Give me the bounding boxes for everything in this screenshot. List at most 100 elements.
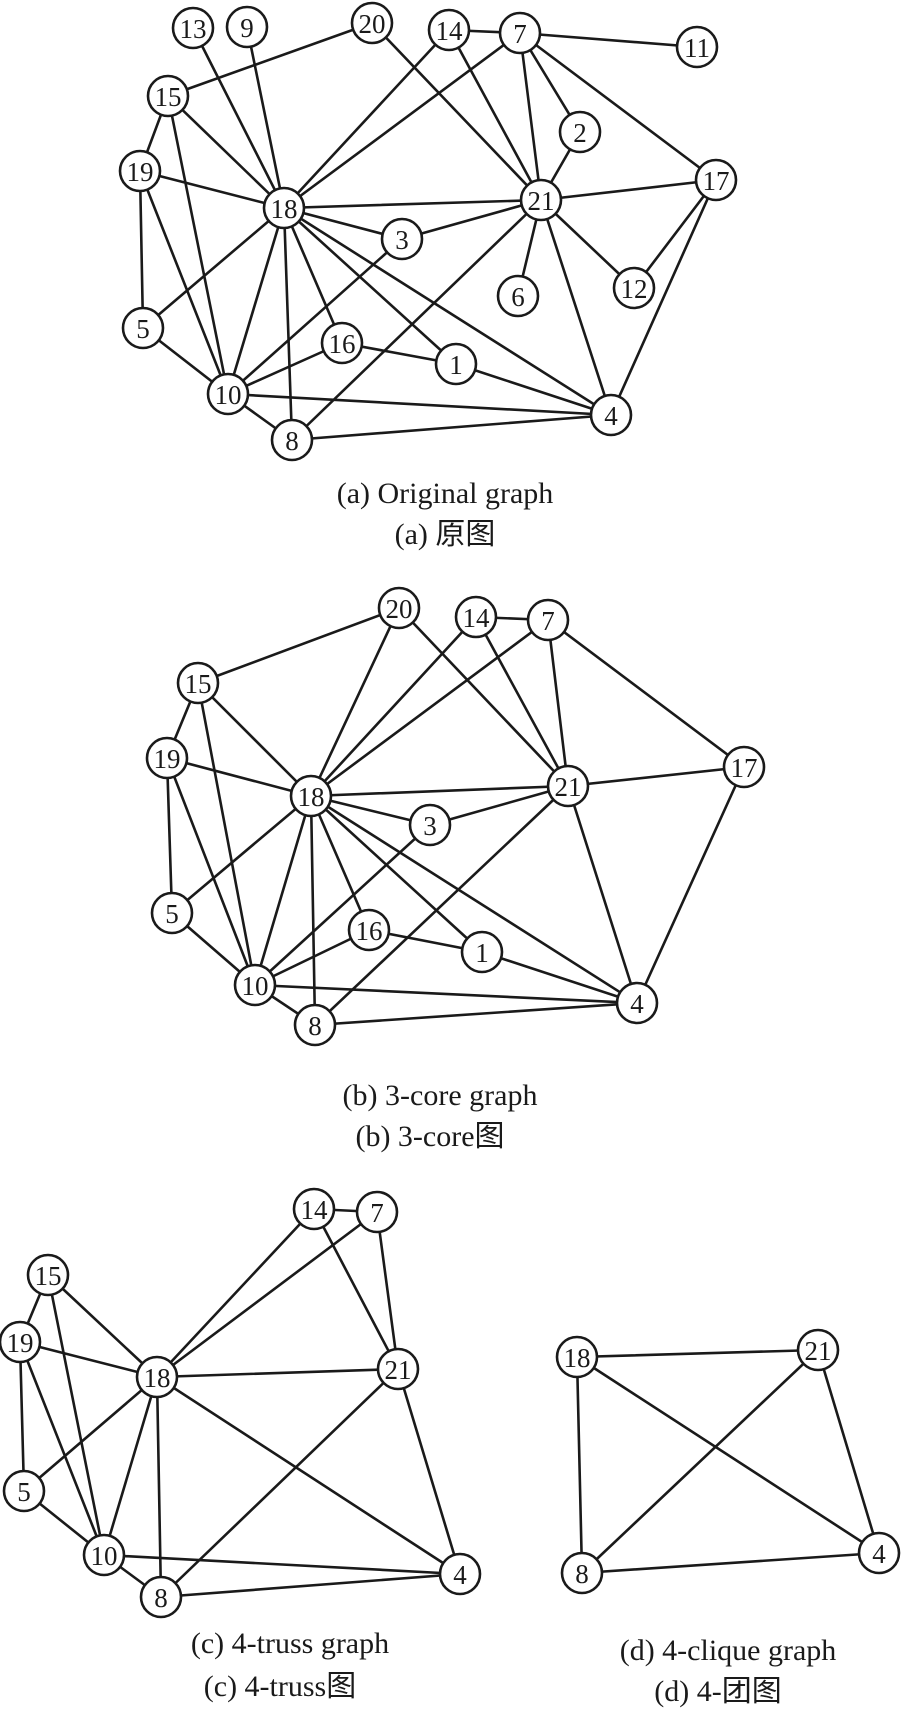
node-3: 3: [380, 217, 424, 261]
edge-7-17: [546, 618, 746, 769]
edge-17-4: [609, 178, 718, 417]
edge-19-5: [165, 756, 174, 915]
edge-18-16: [309, 794, 371, 932]
node-14: 14: [292, 1187, 336, 1231]
node-label: 21: [385, 1355, 412, 1385]
edges-layer: [575, 1348, 881, 1575]
edge-21-3: [400, 198, 543, 241]
node-circle: [555, 1335, 599, 1379]
edge-3-10: [253, 823, 432, 987]
edge-13-18: [191, 26, 286, 210]
node-label: 10: [215, 380, 242, 410]
edge-10-4: [226, 392, 613, 417]
node-circle: [292, 1187, 336, 1231]
node-15: 15: [146, 74, 190, 118]
node-9: 9: [225, 5, 269, 49]
edge-1-4: [454, 362, 613, 417]
node-circle: [0, 1320, 42, 1364]
node-label: 8: [308, 1011, 322, 1041]
edge-18-14: [282, 28, 451, 210]
edge-3-10: [226, 237, 404, 396]
node-label: 8: [154, 1583, 168, 1613]
edge-14-18: [155, 1207, 316, 1379]
edge-21-4: [539, 198, 613, 417]
node-circle: [560, 1551, 604, 1595]
edge-7-21: [518, 31, 543, 202]
node-label: 4: [872, 1539, 886, 1569]
edge-8-4: [290, 413, 613, 442]
node-circle: [546, 764, 590, 808]
caption-cn-b: (b) 3-core图: [355, 1120, 504, 1153]
node-18: 18: [555, 1335, 599, 1379]
node-circle: [408, 803, 452, 847]
node-21: 21: [546, 764, 590, 808]
node-label: 12: [621, 274, 648, 304]
node-21: 21: [376, 1347, 420, 1391]
edge-15-18: [196, 681, 313, 798]
node-7: 7: [498, 11, 542, 55]
node-label: 5: [136, 314, 150, 344]
edge-5-18: [170, 794, 313, 915]
edge-15-10: [46, 1273, 106, 1557]
edge-15-18: [166, 94, 286, 210]
node-circle: [376, 1347, 420, 1391]
node-4: 4: [615, 981, 659, 1025]
node-circle: [454, 595, 498, 639]
node-label: 21: [805, 1336, 832, 1366]
node-label: 18: [298, 782, 325, 812]
node-5: 5: [150, 891, 194, 935]
node-circle: [150, 891, 194, 935]
node-15: 15: [176, 661, 220, 705]
node-circle: [121, 306, 165, 350]
node-21: 21: [796, 1328, 840, 1372]
edge-15-10: [196, 681, 257, 987]
edge-20-18: [309, 606, 401, 798]
edge-18-21: [282, 198, 543, 210]
node-circle: [526, 598, 570, 642]
node-4: 4: [438, 1552, 482, 1596]
node-circle: [146, 74, 190, 118]
edge-18-8: [309, 794, 317, 1027]
node-11: 11: [675, 25, 719, 69]
node-18: 18: [262, 186, 306, 230]
edge-18-8: [155, 1375, 163, 1599]
node-label: 19: [154, 744, 181, 774]
edge-5-18: [22, 1375, 159, 1493]
node-label: 10: [91, 1541, 118, 1571]
node-label: 2: [573, 118, 587, 148]
node-19: 19: [0, 1320, 42, 1364]
node-12: 12: [612, 266, 656, 310]
node-label: 5: [165, 899, 179, 929]
edge-18-1: [282, 206, 458, 366]
edge-19-10: [18, 1340, 106, 1557]
node-label: 21: [528, 186, 555, 216]
node-label: 18: [271, 194, 298, 224]
node-14: 14: [427, 8, 471, 52]
node-label: 4: [630, 989, 644, 1019]
node-label: 20: [359, 9, 386, 39]
edge-19-5: [18, 1340, 26, 1493]
node-circle: [176, 661, 220, 705]
edge-21-4: [566, 784, 639, 1005]
node-label: 16: [356, 916, 383, 946]
node-10: 10: [233, 963, 277, 1007]
node-21: 21: [519, 178, 563, 222]
node-19: 19: [145, 736, 189, 780]
node-4: 4: [589, 393, 633, 437]
node-19: 19: [118, 149, 162, 193]
node-circle: [496, 274, 540, 318]
node-4: 4: [857, 1531, 901, 1575]
node-circle: [135, 1355, 179, 1399]
edge-19-5: [138, 169, 145, 330]
node-label: 1: [475, 938, 489, 968]
node-1: 1: [434, 342, 478, 386]
node-14: 14: [454, 595, 498, 639]
node-label: 3: [395, 225, 409, 255]
node-label: 18: [144, 1363, 171, 1393]
node-label: 15: [35, 1261, 62, 1291]
edge-18-10: [253, 794, 313, 987]
edge-15-18: [46, 1273, 159, 1379]
node-5: 5: [121, 306, 165, 350]
